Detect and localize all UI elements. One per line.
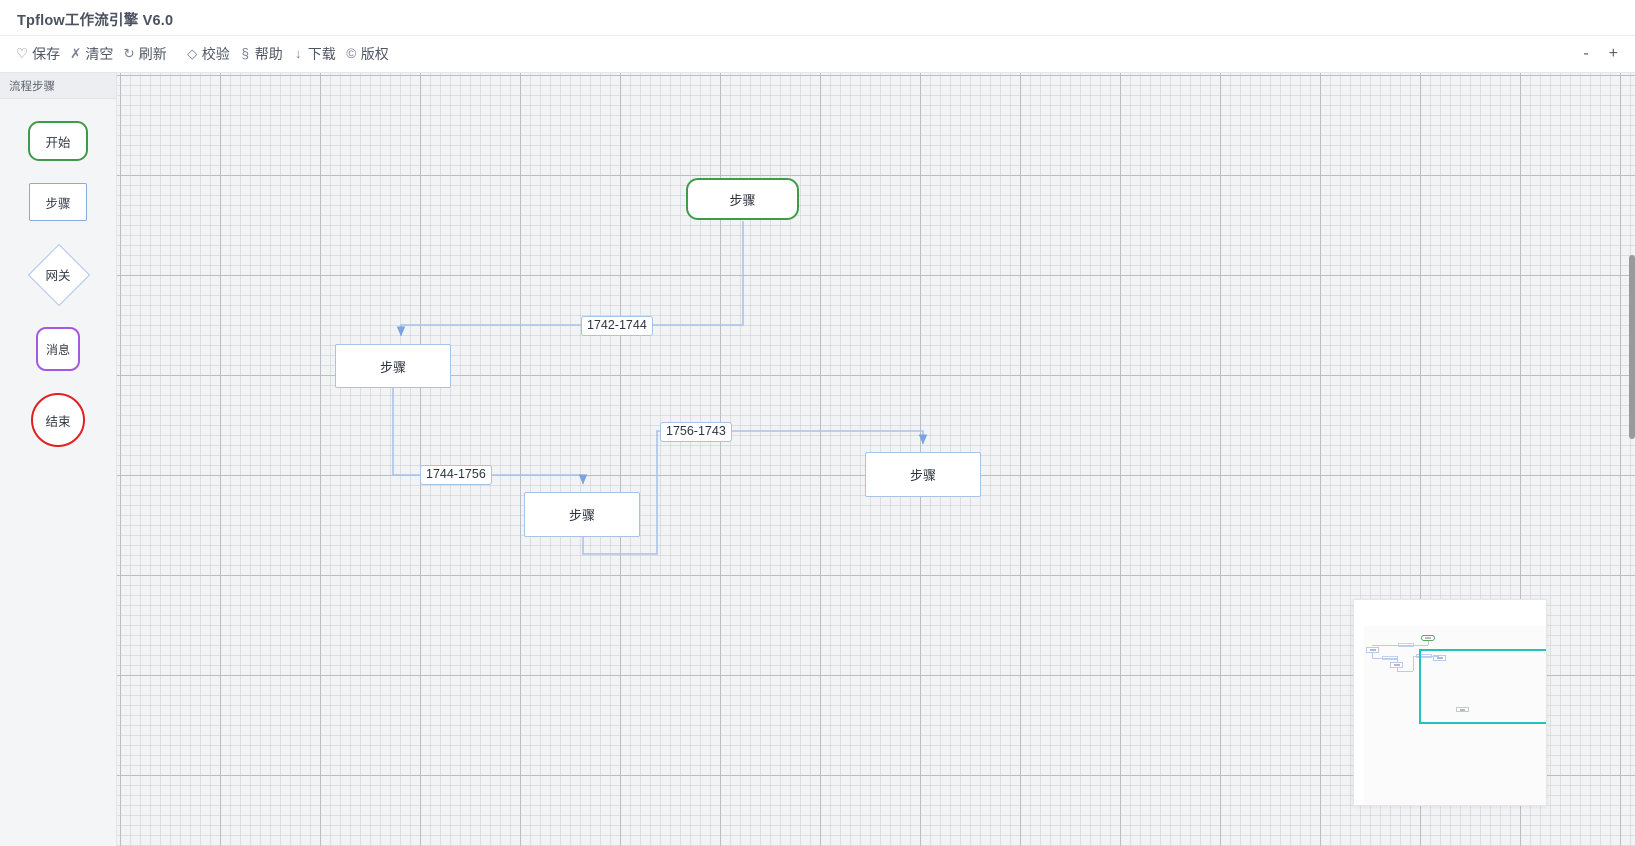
flow-node-4-label: 步骤 bbox=[909, 468, 936, 483]
edge-path-1 bbox=[396, 221, 744, 337]
diamond-icon: ◇ bbox=[187, 46, 198, 62]
minimap-edge-5 bbox=[1397, 656, 1398, 662]
palette-item-start-label: 开始 bbox=[45, 135, 71, 150]
toolbar-separator bbox=[173, 54, 183, 55]
flow-canvas[interactable]: 步骤 步骤 步骤 步骤 1742-1744 1744-1756 1756-174… bbox=[117, 73, 1635, 846]
flow-node-1-label: 步骤 bbox=[729, 192, 756, 208]
zoom-controls: - + bbox=[1580, 36, 1621, 72]
download-icon: ↓ bbox=[294, 46, 302, 62]
flow-node-4[interactable]: 步骤 bbox=[865, 452, 981, 497]
minimap-edge-4 bbox=[1372, 658, 1397, 659]
palette-item-start[interactable]: 开始 bbox=[28, 121, 88, 161]
copyright-label: 版权 bbox=[360, 46, 389, 62]
flow-node-3[interactable]: 步骤 bbox=[524, 492, 640, 537]
edge-label-3[interactable]: 1756-1743 bbox=[660, 422, 732, 442]
minimap-node-4-text bbox=[1437, 657, 1443, 659]
minimap-edge-9 bbox=[1413, 656, 1439, 657]
palette-item-step[interactable]: 步骤 bbox=[29, 183, 87, 221]
toolbar-actions: ♡ 保存 ✗ 清空 ↻ 刷新 ◇ 校验 § 帮助 ↓ 下载 bbox=[12, 36, 395, 72]
edge-label-1[interactable]: 1742-1744 bbox=[581, 316, 653, 336]
flow-node-3-label: 步骤 bbox=[568, 508, 595, 523]
minimap-edge-2 bbox=[1372, 645, 1428, 646]
refresh-label: 刷新 bbox=[138, 46, 167, 62]
zoom-in-button[interactable]: + bbox=[1606, 44, 1621, 64]
palette-header: 流程步骤 bbox=[0, 73, 116, 99]
edge-label-2[interactable]: 1744-1756 bbox=[420, 465, 492, 485]
download-button[interactable]: ↓ 下载 bbox=[289, 42, 342, 66]
minimap-edge-8 bbox=[1413, 656, 1414, 671]
close-icon: ✗ bbox=[70, 46, 82, 62]
save-button[interactable]: ♡ 保存 bbox=[12, 42, 66, 66]
minimap-viewport[interactable] bbox=[1419, 649, 1546, 724]
flow-node-2[interactable]: 步骤 bbox=[335, 344, 451, 388]
palette-item-message[interactable]: 消息 bbox=[36, 327, 80, 371]
validate-button[interactable]: ◇ 校验 bbox=[183, 42, 236, 66]
minimap-content bbox=[1364, 626, 1546, 805]
help-label: 帮助 bbox=[254, 46, 283, 62]
palette-item-step-label: 步骤 bbox=[45, 196, 71, 211]
page-title: Tpflow工作流引擎 V6.0 bbox=[17, 13, 174, 29]
minimap-node-5-text bbox=[1460, 709, 1465, 711]
flow-node-1[interactable]: 步骤 bbox=[686, 178, 799, 220]
palette-item-gateway[interactable]: 网关 bbox=[27, 243, 91, 307]
minimap[interactable] bbox=[1353, 599, 1547, 806]
help-button[interactable]: § 帮助 bbox=[236, 42, 289, 66]
palette-item-end-label: 结束 bbox=[45, 414, 71, 429]
minimap-edge-1 bbox=[1428, 641, 1429, 645]
minimap-edge-6 bbox=[1397, 668, 1398, 671]
refresh-icon: ↻ bbox=[123, 46, 135, 62]
minimap-node-3-text bbox=[1394, 664, 1400, 666]
palette-item-end[interactable]: 结束 bbox=[31, 393, 85, 447]
palette-items: 开始 步骤 网关 消息 结束 bbox=[0, 99, 116, 447]
flow-node-2-label: 步骤 bbox=[379, 359, 406, 375]
title-bar: Tpflow工作流引擎 V6.0 bbox=[0, 0, 1635, 36]
toolbar: ♡ 保存 ✗ 清空 ↻ 刷新 ◇ 校验 § 帮助 ↓ 下载 bbox=[0, 36, 1635, 73]
validate-label: 校验 bbox=[201, 46, 230, 62]
minimap-node-1-text bbox=[1425, 637, 1431, 639]
download-label: 下载 bbox=[307, 46, 336, 62]
clear-label: 清空 bbox=[85, 46, 114, 62]
palette-item-message-label: 消息 bbox=[45, 342, 70, 357]
minimap-edge-3 bbox=[1372, 653, 1373, 658]
copyright-icon: © bbox=[346, 46, 357, 62]
edge-path-3 bbox=[582, 430, 928, 555]
palette-item-gateway-label: 网关 bbox=[45, 268, 71, 283]
heart-icon: ♡ bbox=[16, 46, 29, 62]
save-label: 保存 bbox=[32, 46, 61, 62]
refresh-button[interactable]: ↻ 刷新 bbox=[119, 42, 172, 66]
zoom-out-button[interactable]: - bbox=[1580, 44, 1591, 64]
copyright-button[interactable]: © 版权 bbox=[342, 42, 395, 66]
horizontal-scrollbar[interactable] bbox=[117, 840, 1635, 846]
vertical-scrollbar-thumb[interactable] bbox=[1629, 255, 1635, 439]
section-icon: § bbox=[241, 46, 249, 62]
palette-sidebar: 流程步骤 开始 步骤 网关 消息 结束 bbox=[0, 73, 117, 846]
minimap-edge-7 bbox=[1397, 671, 1413, 672]
minimap-node-2-text bbox=[1370, 649, 1376, 651]
vertical-scrollbar[interactable] bbox=[1628, 73, 1635, 846]
clear-button[interactable]: ✗ 清空 bbox=[66, 42, 119, 66]
